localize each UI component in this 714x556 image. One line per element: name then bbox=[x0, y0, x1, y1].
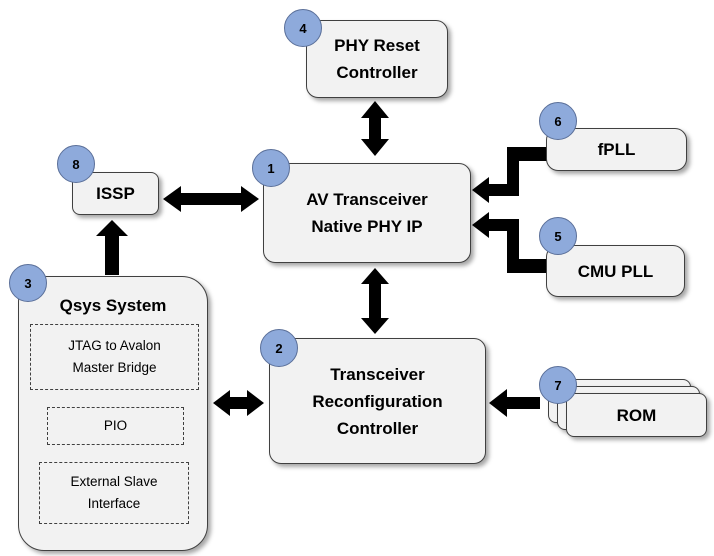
phy-reset-label-line-2: Controller bbox=[336, 63, 418, 82]
external-slave-label-line-1: External Slave bbox=[70, 474, 158, 489]
badge-5: 5 bbox=[539, 217, 577, 255]
external-slave-interface[interactable]: External Slave Interface bbox=[39, 462, 189, 524]
badge-8: 8 bbox=[57, 145, 95, 183]
rom-label: ROM bbox=[616, 405, 657, 425]
jtag-label-line-1: JTAG to Avalon bbox=[68, 338, 161, 353]
rom-block[interactable]: ROM bbox=[566, 393, 707, 437]
issp-block[interactable]: ISSP bbox=[72, 172, 159, 215]
reconfig-label-line-3: Controller bbox=[336, 418, 419, 438]
arrow-qsys-issp bbox=[96, 220, 128, 275]
cmu-pll-label: CMU PLL bbox=[577, 261, 654, 281]
pio-component[interactable]: PIO bbox=[47, 407, 184, 445]
fpll-block[interactable]: fPLL bbox=[546, 128, 687, 171]
av-phy-label-line-2: Native PHY IP bbox=[311, 217, 423, 236]
phy-reset-label-line-1: PHY Reset bbox=[334, 36, 420, 55]
issp-label: ISSP bbox=[96, 184, 135, 203]
av-transceiver-native-phy-block[interactable]: AV Transceiver Native PHY IP bbox=[263, 163, 471, 263]
badge-4: 4 bbox=[284, 9, 322, 47]
badge-7: 7 bbox=[539, 366, 577, 404]
reconfig-label-line-2: Reconfiguration bbox=[312, 391, 443, 411]
badge-2: 2 bbox=[260, 329, 298, 367]
reconfig-label-line-1: Transceiver bbox=[330, 364, 425, 384]
arrow-issp-av-phy bbox=[163, 186, 259, 212]
transceiver-reconfiguration-controller-block[interactable]: Transceiver Reconfiguration Controller bbox=[269, 338, 486, 464]
cmu-pll-block[interactable]: CMU PLL bbox=[546, 245, 685, 297]
arrow-av-phy-reconfig bbox=[361, 268, 389, 334]
qsys-system-block[interactable] bbox=[18, 276, 208, 551]
jtag-label-line-2: Master Bridge bbox=[72, 360, 157, 375]
badge-6: 6 bbox=[539, 102, 577, 140]
fpll-label: fPLL bbox=[597, 140, 636, 159]
external-slave-label-line-2: Interface bbox=[87, 496, 141, 511]
av-phy-label-line-1: AV Transceiver bbox=[306, 190, 428, 209]
pio-label: PIO bbox=[103, 418, 128, 433]
badge-3: 3 bbox=[9, 264, 47, 302]
phy-reset-controller-block[interactable]: PHY Reset Controller bbox=[306, 20, 448, 98]
arrow-fpll-av-phy bbox=[472, 147, 547, 203]
badge-1: 1 bbox=[252, 149, 290, 187]
arrow-qsys-reconfig bbox=[213, 390, 264, 416]
arrow-phy-reset-av-phy bbox=[361, 101, 389, 156]
arrow-cmu-pll-av-phy bbox=[472, 212, 547, 273]
arrow-rom-reconfig bbox=[489, 389, 540, 417]
jtag-to-avalon-master-bridge[interactable]: JTAG to Avalon Master Bridge bbox=[30, 324, 199, 390]
qsys-system-title: Qsys System bbox=[59, 296, 167, 315]
